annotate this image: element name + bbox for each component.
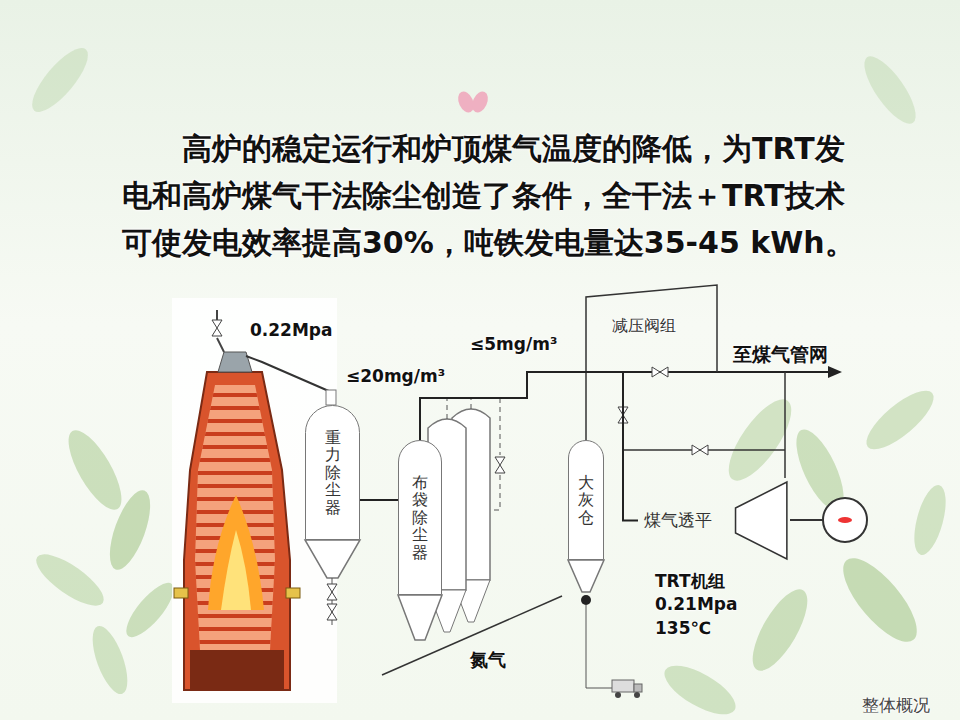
truck-cab <box>634 684 642 692</box>
leaf <box>718 390 803 489</box>
layer-line <box>190 458 280 462</box>
layer-line <box>190 614 280 618</box>
shaft <box>790 519 823 521</box>
gas-pipe <box>246 356 331 392</box>
layer-line <box>190 419 280 423</box>
arrow-head <box>828 366 842 378</box>
dashed-pipe <box>447 398 448 419</box>
gas-turbine: 煤气透平 <box>638 478 792 563</box>
layer-line <box>190 471 280 475</box>
gravity-dust-collector: 重力除尘器 <box>305 405 360 540</box>
node-text: 布袋除尘器 <box>412 474 428 562</box>
leaf <box>742 582 817 679</box>
layer-line <box>190 484 280 488</box>
generator-mark <box>838 517 852 523</box>
valve-symbol <box>692 445 708 455</box>
tuyere <box>286 588 300 598</box>
temperature-value: 135℃ <box>655 618 711 638</box>
bag-filter: 布袋除尘器 <box>398 440 442 595</box>
furnace-shell <box>184 372 290 690</box>
leaf <box>856 49 925 131</box>
turbine-outlet <box>784 372 786 478</box>
leaf <box>119 576 181 644</box>
tuyere <box>174 588 188 598</box>
heading-text: 高炉的稳定运行和炉顶煤气温度的降低，为TRT发电和高炉煤气干法除尘创造了条件，全… <box>122 125 867 266</box>
wheel <box>615 692 621 698</box>
pressure-value: 0.22Mpa <box>250 320 333 340</box>
leaf <box>657 656 742 720</box>
dashed-pipe <box>471 398 472 409</box>
layer-line <box>190 393 280 397</box>
layer-line <box>190 406 280 410</box>
furnace-lining <box>195 385 275 650</box>
generator-symbol <box>823 498 867 542</box>
discharge-pipe <box>586 605 612 688</box>
dust-value: ≤20mg/m³ <box>346 366 445 386</box>
furnace-hearth <box>190 650 284 690</box>
layer-line <box>190 640 280 644</box>
node-text: 大灰仓 <box>578 474 594 527</box>
silo-pipe <box>585 372 587 440</box>
truck <box>612 680 642 698</box>
leaf <box>24 40 97 119</box>
nitrogen-line <box>382 596 562 675</box>
gas-pipe <box>420 372 638 521</box>
leaf <box>858 382 942 459</box>
furnace-top-hopper <box>218 352 252 372</box>
ash-silo: 大灰仓 <box>568 440 604 560</box>
flame <box>208 495 264 610</box>
valve-symbol <box>327 584 337 600</box>
leaf <box>29 546 111 615</box>
dashed-pipe <box>490 475 500 510</box>
leaf <box>831 547 928 652</box>
truck-body <box>612 680 634 692</box>
layer-line <box>190 627 280 631</box>
leaf <box>59 423 132 517</box>
butterfly <box>455 89 491 115</box>
valve-symbol <box>212 320 222 336</box>
dashed-pipes <box>447 398 500 510</box>
collector-cone <box>305 540 360 578</box>
turbine-symbol <box>736 482 787 559</box>
pressure-value: 0.21Mpa <box>655 594 738 614</box>
node-text: 重力除尘器 <box>325 429 341 517</box>
leaf <box>85 622 134 699</box>
unit-label: TRT机组 <box>655 570 725 593</box>
bypass-loop <box>586 285 717 372</box>
silo-cone <box>568 560 604 592</box>
burden-layers <box>190 395 280 642</box>
rotary-valve <box>581 595 591 605</box>
node-text: 煤气透平 <box>644 509 712 532</box>
dust-value: ≤5mg/m³ <box>470 334 557 354</box>
dashed-pipe <box>500 398 501 455</box>
blast-furnace <box>174 310 300 690</box>
destination-label: 至煤气管网 <box>733 342 828 368</box>
layer-line <box>190 432 280 436</box>
valve-symbol <box>327 604 337 620</box>
leaf <box>102 485 159 574</box>
bag-filter-cone <box>398 595 442 640</box>
layer-line <box>190 445 280 449</box>
leaf-decoration <box>24 40 952 720</box>
charging-pipe <box>217 338 224 352</box>
valve-symbol <box>652 367 668 377</box>
butterfly-wing <box>469 89 491 115</box>
flame-core <box>221 530 251 610</box>
charging-pipe <box>216 310 218 320</box>
wheel <box>634 692 640 698</box>
valve-symbol <box>495 457 505 473</box>
leaf <box>908 482 952 558</box>
watermark: 整体概况 <box>862 694 930 717</box>
collector-neck <box>326 390 336 405</box>
valve-group-label: 减压阀组 <box>612 316 676 337</box>
gas-label: 氮气 <box>470 648 506 672</box>
gas-pipe <box>360 499 398 501</box>
